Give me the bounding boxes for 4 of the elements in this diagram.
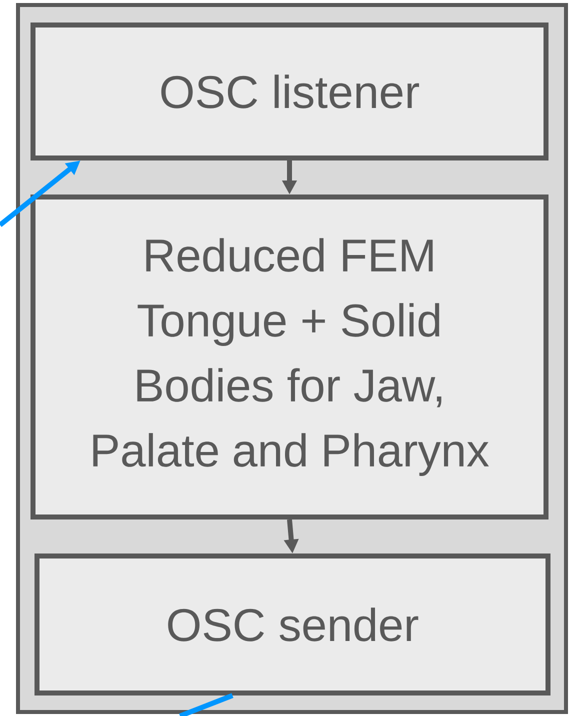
process-box: OSC sender xyxy=(34,554,550,696)
process-box: Reduced FEM Tongue + Solid Bodies for Jaw, Palate and Pharynx xyxy=(30,194,548,520)
process-box: OSC listener xyxy=(30,22,548,160)
connector-line xyxy=(179,693,234,716)
